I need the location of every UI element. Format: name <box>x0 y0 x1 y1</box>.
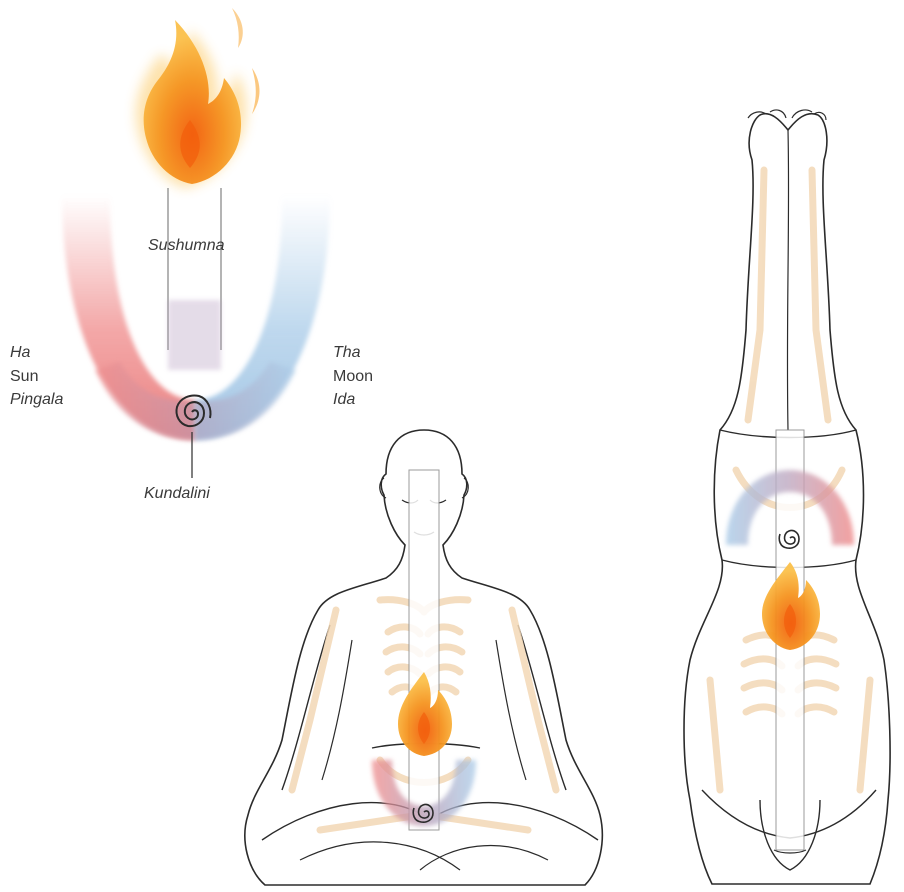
tha-label: Tha <box>333 344 361 361</box>
ida-label: Ida <box>333 391 355 408</box>
flame-icon <box>136 8 259 188</box>
ha-label: Ha <box>10 344 31 361</box>
moon-label: Moon <box>333 368 373 385</box>
sun-label: Sun <box>10 368 38 385</box>
sushumna-label: Sushumna <box>148 237 225 254</box>
headstand-figure <box>684 110 890 884</box>
pingala-label: Pingala <box>10 391 63 408</box>
kundalini-label: Kundalini <box>144 485 210 502</box>
schematic-diagram: Sushumna Ha Sun Pingala Tha Moon Ida Kun… <box>10 8 373 502</box>
seated-figure <box>245 430 602 885</box>
